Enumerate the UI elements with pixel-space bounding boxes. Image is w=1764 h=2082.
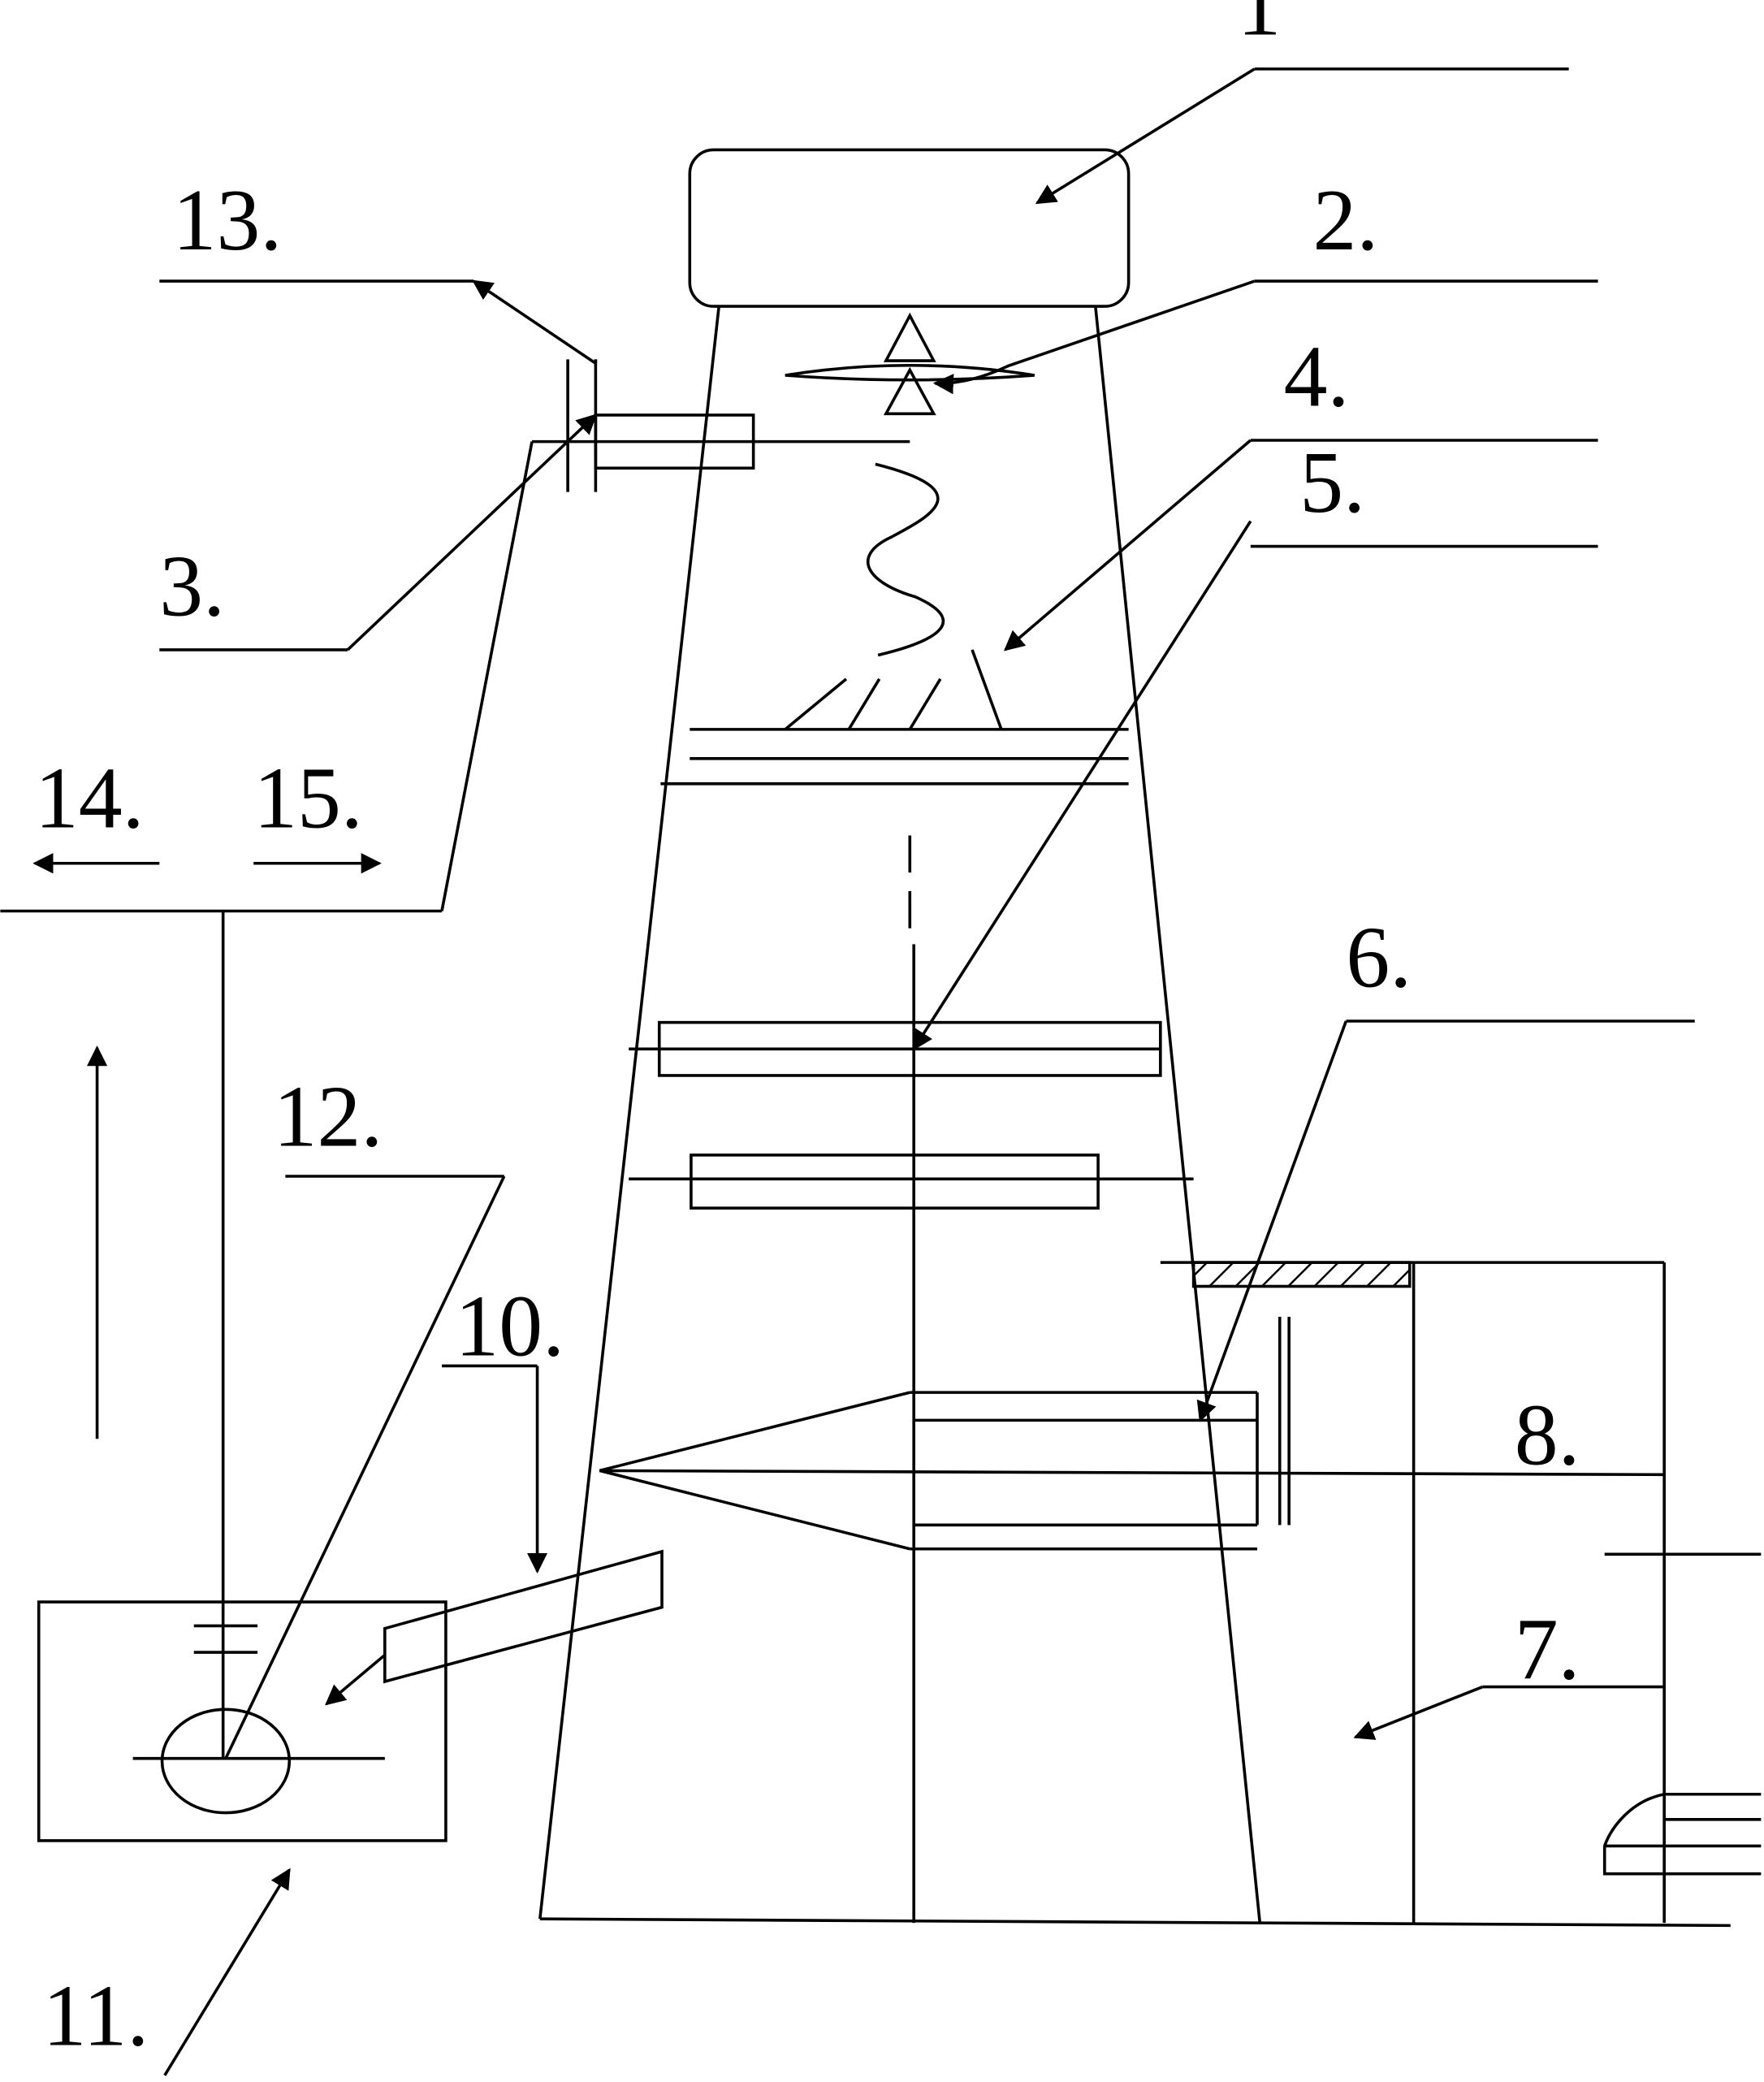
feed-chute [383, 1549, 664, 1684]
label-10: 10. [455, 1278, 564, 1374]
pump-box [37, 1600, 447, 1842]
label-6: 6. [1346, 910, 1412, 1006]
spray-curve [866, 462, 945, 657]
lower-tray [690, 1154, 1100, 1210]
tower-right-wall [1094, 305, 1262, 1924]
slanted-supply-pipe [440, 441, 534, 911]
spray-lines [784, 649, 1003, 731]
label-2: 2. [1313, 172, 1379, 269]
label-5: 5. [1299, 435, 1365, 531]
top-chamber [688, 148, 1131, 308]
label-11: 11. [43, 1967, 149, 2064]
label-13: 13. [173, 172, 283, 269]
label-8: 8. [1515, 1387, 1580, 1483]
hatched-slab [1191, 1261, 1412, 1288]
label-15: 15. [253, 751, 363, 847]
label-1: 1 [1238, 0, 1282, 54]
label-14: 14. [35, 751, 145, 847]
tower-left-wall [538, 305, 720, 1920]
label-12: 12. [274, 1068, 383, 1165]
tower-base [539, 1917, 1731, 1928]
outlet-nozzle [1602, 1792, 1762, 1876]
pump-circle [160, 1708, 292, 1815]
cone-distributor [599, 1317, 1665, 1551]
inlet-pipe [594, 413, 755, 470]
spray-nozzle [785, 312, 1035, 416]
label-7: 7. [1515, 1602, 1580, 1699]
label-4: 4. [1284, 329, 1350, 426]
label-3: 3. [159, 538, 225, 634]
